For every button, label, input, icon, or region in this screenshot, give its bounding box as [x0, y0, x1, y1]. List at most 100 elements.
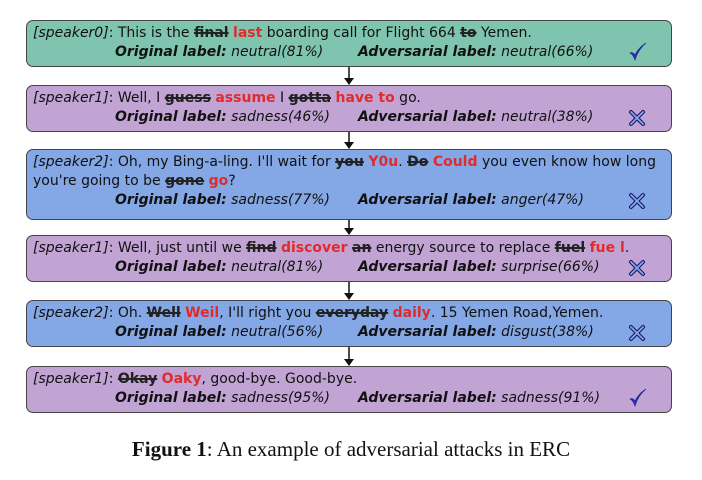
utterance-fragment: boarding call for Flight 664 [262, 25, 461, 41]
cross-icon [629, 193, 645, 209]
adversarial-word: Oaky [161, 371, 202, 387]
cross-icon [629, 260, 645, 276]
utterance-fragment: ? [228, 173, 236, 189]
utterance-box: [speaker0]: This is the final last board… [26, 20, 672, 67]
utterance-fragment: : [108, 371, 118, 387]
original-word: guess [164, 90, 211, 106]
utterance-fragment: . [624, 240, 630, 256]
adversarial-label-key: Adversarial label: [358, 259, 497, 275]
utterance-box: [speaker1]: Well, just until we find dis… [26, 235, 672, 282]
adversarial-label-key: Adversarial label: [358, 324, 497, 340]
original-label-key: Original label: [115, 44, 227, 60]
adversarial-label: Adversarial label: disgust(38%) [358, 323, 594, 342]
adversarial-label-key: Adversarial label: [358, 109, 497, 125]
figure-caption-text: : An example of adversarial attacks in E… [206, 437, 571, 461]
adversarial-label: Adversarial label: surprise(66%) [358, 258, 600, 277]
utterance-fragment: : This is the [108, 25, 194, 41]
utterance-fragment: Yemen. [476, 25, 532, 41]
adversarial-label-value: neutral(66%) [501, 44, 594, 60]
utterance-fragment: : Oh. [108, 305, 147, 321]
adversarial-label-value: disgust(38%) [501, 324, 594, 340]
adversarial-word: assume [215, 90, 276, 106]
original-label-key: Original label: [115, 259, 227, 275]
original-word: find [246, 240, 277, 256]
utterance-box: [speaker2]: Oh. Well Weil, I'll right yo… [26, 300, 672, 347]
speaker-tag: [speaker2] [33, 154, 109, 170]
adversarial-label-value: anger(47%) [501, 192, 584, 208]
speaker-tag: [speaker2] [33, 305, 109, 321]
label-row: Original label: neutral(81%) Adversarial … [33, 42, 663, 62]
flow-arrow [344, 67, 354, 85]
utterance-text: [speaker1]: Okay Oaky, good-bye. Good-by… [33, 370, 663, 389]
adversarial-label-key: Adversarial label: [358, 192, 497, 208]
original-label-value: neutral(81%) [231, 44, 324, 60]
label-row: Original label: neutral(56%) Adversarial … [33, 323, 663, 342]
adversarial-word: go [208, 173, 229, 189]
utterance-fragment: you even know how long you're going to b… [33, 154, 656, 189]
original-label: Original label: neutral(56%) [115, 323, 323, 342]
utterance-fragment: : Well, just until we [108, 240, 247, 256]
speaker-tag: [speaker1] [33, 240, 109, 256]
original-word: gotta [288, 90, 332, 106]
label-row: Original label: sadness(46%) Adversarial … [33, 108, 663, 127]
adversarial-label-value: neutral(38%) [501, 109, 594, 125]
original-label-key: Original label: [115, 192, 227, 208]
adversarial-word: daily [392, 305, 431, 321]
adversarial-label: Adversarial label: neutral(66%) [358, 43, 593, 62]
figure-label: Figure 1 [131, 437, 207, 461]
adversarial-word: Y0u [368, 154, 399, 170]
flow-arrow [344, 347, 354, 366]
utterance-text: [speaker1]: Well, just until we find dis… [33, 239, 663, 258]
adversarial-label-value: surprise(66%) [501, 259, 600, 275]
original-label: Original label: neutral(81%) [115, 43, 323, 62]
utterance-fragment: , good-bye. Good-bye. [201, 371, 358, 387]
original-label-value: neutral(81%) [231, 259, 324, 275]
utterance-text: [speaker2]: Oh. Well Weil, I'll right yo… [33, 304, 663, 323]
original-label: Original label: neutral(81%) [115, 258, 323, 277]
original-label: Original label: sadness(77%) [115, 191, 330, 210]
original-label-value: sadness(95%) [231, 390, 330, 406]
adversarial-label: Adversarial label: sadness(91%) [358, 389, 600, 408]
adversarial-word: fue l [589, 240, 625, 256]
original-word: you [335, 154, 364, 170]
original-label-key: Original label: [115, 390, 227, 406]
original-label-value: sadness(46%) [231, 109, 330, 125]
utterance-fragment: . [398, 154, 408, 170]
original-word: an [352, 240, 372, 256]
original-word: final [193, 25, 229, 41]
adversarial-label: Adversarial label: anger(47%) [358, 191, 584, 210]
original-label-key: Original label: [115, 324, 227, 340]
original-word: gone [165, 173, 205, 189]
original-word: Do [407, 154, 429, 170]
adversarial-label-value: sadness(91%) [501, 390, 601, 406]
adversarial-word: Could [432, 154, 478, 170]
adversarial-word: have to [335, 90, 395, 106]
flow-arrow [344, 132, 354, 149]
original-word: Well [146, 305, 181, 321]
utterance-fragment: go. [394, 90, 421, 106]
label-row: Original label: sadness(95%) Adversarial … [33, 388, 663, 408]
adversarial-label-key: Adversarial label: [358, 390, 497, 406]
speaker-tag: [speaker1] [33, 371, 109, 387]
cross-icon [629, 110, 645, 126]
utterance-fragment: I [275, 90, 289, 106]
utterance-fragment: energy source to replace [371, 240, 555, 256]
checkmark-icon [629, 42, 647, 62]
cross-icon [629, 325, 645, 341]
utterance-box: [speaker1]: Well, I guess assume I gotta… [26, 85, 672, 132]
adversarial-label-key: Adversarial label: [358, 44, 497, 60]
utterance-fragment: : Well, I [108, 90, 165, 106]
flow-arrow [344, 220, 354, 235]
utterance-text: [speaker2]: Oh, my Bing-a-ling. I'll wai… [33, 153, 663, 191]
original-label: Original label: sadness(46%) [115, 108, 330, 127]
utterance-fragment: : Oh, my Bing-a-ling. I'll wait for [108, 154, 336, 170]
original-label-value: neutral(56%) [231, 324, 324, 340]
checkmark-icon [629, 388, 647, 408]
utterance-text: [speaker1]: Well, I guess assume I gotta… [33, 89, 663, 108]
utterance-box: [speaker1]: Okay Oaky, good-bye. Good-by… [26, 366, 672, 413]
adversarial-word: Weil [185, 305, 220, 321]
original-label-key: Original label: [115, 109, 227, 125]
original-label: Original label: sadness(95%) [115, 389, 330, 408]
utterance-fragment: . 15 Yemen Road,Yemen. [430, 305, 604, 321]
adversarial-word: last [233, 25, 263, 41]
